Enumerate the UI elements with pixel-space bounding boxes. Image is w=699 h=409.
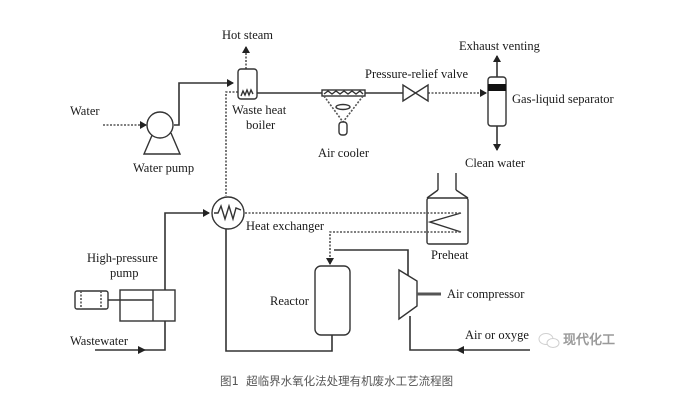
high-pressure-pump-icon	[74, 289, 176, 322]
water-pump-icon	[142, 111, 182, 155]
air-cooler-icon	[321, 89, 366, 136]
pipe-air-inlet	[409, 316, 530, 351]
label-air-or-oxygen: Air or oxyge	[465, 328, 529, 342]
label-gas-liquid-separator: Gas-liquid separator	[512, 92, 615, 106]
preheat-icon	[426, 173, 469, 245]
label-exhaust-venting: Exhaust venting	[459, 39, 541, 53]
label-waste-heat-boiler-2: boiler	[246, 118, 276, 132]
pipe-hppump-to-exchanger	[164, 209, 210, 290]
label-waste-heat-boiler-1: Waste heat	[232, 103, 287, 117]
label-high-pressure-pump-1: High-pressure	[87, 251, 158, 265]
pipe-wastewater-inlet	[95, 321, 166, 351]
watermark-text: 现代化工	[563, 332, 615, 348]
wechat-icon	[538, 333, 560, 348]
label-preheat: Preheat	[431, 248, 469, 262]
pipe-preheat-to-reactor	[326, 231, 461, 265]
pipe-boiler-to-exchanger	[225, 91, 238, 196]
label-water-pump: Water pump	[133, 161, 194, 175]
label-water: Water	[70, 104, 100, 118]
waste-heat-boiler-icon	[237, 68, 258, 100]
pressure-relief-valve-icon	[402, 83, 429, 103]
label-heat-exchanger: Heat exchanger	[246, 219, 325, 233]
label-wastewater: Wastewater	[70, 334, 129, 348]
label-hot-steam: Hot steam	[222, 28, 273, 42]
watermark: 现代化工	[538, 332, 615, 348]
arrow-air-inlet	[456, 346, 464, 354]
label-air-cooler: Air cooler	[318, 146, 370, 160]
pipe-pump-to-boiler	[174, 79, 234, 126]
gas-liquid-separator-icon	[487, 76, 507, 127]
reactor-icon	[314, 265, 351, 336]
label-pressure-relief-valve: Pressure-relief valve	[365, 67, 469, 81]
label-high-pressure-pump-2: pump	[110, 266, 138, 280]
label-reactor: Reactor	[270, 294, 310, 308]
air-compressor-icon	[398, 268, 441, 321]
label-clean-water: Clean water	[465, 156, 526, 170]
label-air-compressor: Air compressor	[447, 287, 525, 301]
pipe-reactor-to-exchanger	[225, 228, 333, 352]
heat-exchanger-icon	[211, 196, 245, 230]
arrow-wastewater	[138, 346, 146, 354]
figure-caption: 图1 超临界水氧化法处理有机废水工艺流程图	[220, 374, 453, 388]
